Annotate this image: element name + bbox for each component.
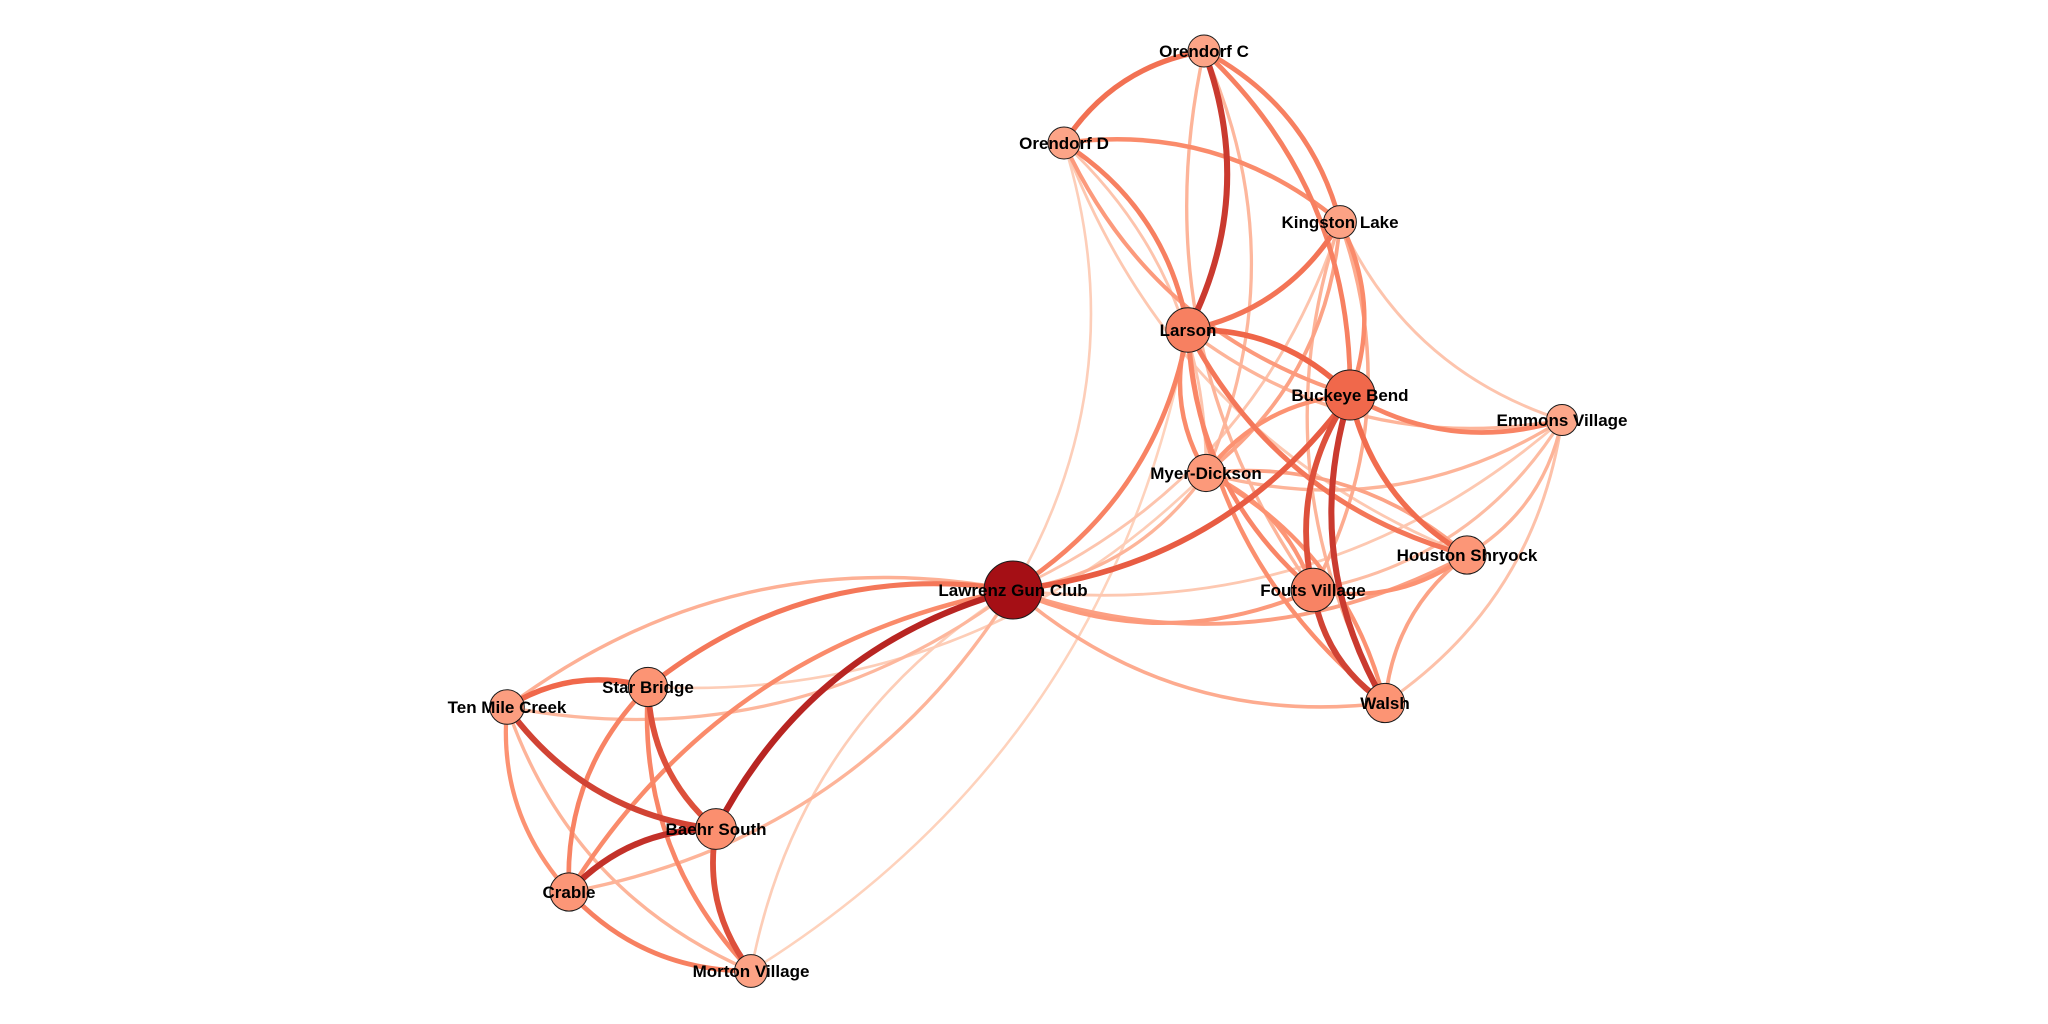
edge-lawrenz-fouts: [1010, 587, 1316, 626]
node-label-emmons: Emmons Village: [1496, 411, 1627, 430]
node-layer: [489, 34, 1578, 988]
node-buckeye[interactable]: [1324, 369, 1376, 421]
node-lawrenz[interactable]: [983, 560, 1043, 620]
edge-kingston-orendorfc: [1201, 48, 1343, 225]
node-label-orendorfc: Orendorf C: [1159, 42, 1249, 61]
node-label-buckeye: Buckeye Bend: [1291, 386, 1408, 405]
node-tenmile[interactable]: [489, 689, 525, 725]
node-crable[interactable]: [549, 872, 589, 912]
edge-crable-lawrenz: [567, 588, 1015, 894]
edge-lawrenz-larson: [1010, 327, 1191, 593]
node-larson[interactable]: [1165, 307, 1211, 353]
node-houston[interactable]: [1447, 535, 1487, 575]
edge-layer: [503, 47, 1565, 974]
edge-houston-myer: [1204, 468, 1469, 557]
node-kingston[interactable]: [1323, 205, 1357, 239]
edge-lawrenz-buckeye: [1010, 392, 1353, 593]
edge-larson-orendorfd: [1061, 140, 1191, 333]
edge-lawrenz-starbridge: [645, 581, 1016, 690]
edge-starbridge-myer: [646, 471, 1208, 690]
edge-tenmile-lawrenz: [505, 588, 1015, 722]
edge-myer-orendorfc: [1202, 49, 1254, 475]
node-baehr[interactable]: [695, 808, 737, 850]
edge-larson-houston: [1185, 327, 1470, 558]
edge-kingston-orendorfd: [1061, 137, 1343, 225]
edge-buckeye-orendorfc: [1201, 48, 1353, 398]
edge-orendorfc-orendorfd: [1061, 48, 1207, 146]
node-label-morton: Morton Village: [693, 962, 810, 981]
edge-buckeye-fouts: [1303, 392, 1353, 593]
edge-buckeye-emmons: [1347, 392, 1565, 435]
edge-houston-walsh: [1383, 553, 1469, 705]
edge-lawrenz-orendorfd: [1011, 141, 1093, 592]
node-emmons[interactable]: [1546, 404, 1578, 436]
node-fouts[interactable]: [1290, 567, 1336, 613]
node-label-tenmile: Ten Mile Creek: [448, 698, 567, 717]
edge-starbridge-morton: [644, 684, 754, 974]
edge-lawrenz-tenmile: [505, 575, 1015, 709]
edge-buckeye-houston: [1347, 392, 1470, 558]
edge-tenmile-crable: [503, 704, 572, 895]
edge-lawrenz-baehr: [712, 586, 1017, 833]
node-label-larson: Larson: [1160, 321, 1217, 340]
node-walsh[interactable]: [1364, 682, 1406, 724]
node-label-kingston: Kingston Lake: [1281, 213, 1398, 232]
node-myer[interactable]: [1186, 453, 1226, 493]
edge-buckeye-walsh: [1328, 391, 1389, 707]
edge-tenmile-baehr: [504, 704, 719, 832]
edge-morton-larson: [749, 328, 1190, 973]
edge-kingston-emmons: [1338, 220, 1564, 422]
edge-lawrenz-houston: [1011, 553, 1469, 626]
node-label-fouts: Fouts Village: [1260, 581, 1366, 600]
edge-orendorfd-houston: [1062, 141, 1469, 557]
node-label-lawrenz: Lawrenz Gun Club: [938, 581, 1087, 600]
edge-crable-morton: [566, 889, 754, 974]
node-label-starbridge: Star Bridge: [602, 678, 694, 697]
edge-fouts-emmons: [1311, 418, 1564, 592]
node-orendorfd[interactable]: [1047, 126, 1081, 160]
node-label-myer: Myer-Dickson: [1150, 464, 1261, 483]
edge-walsh-myer: [1203, 470, 1388, 706]
node-label-houston: Houston Shryock: [1397, 546, 1538, 565]
edge-houston-emmons: [1465, 418, 1564, 557]
node-starbridge[interactable]: [627, 666, 669, 708]
edge-larson-kingston: [1185, 219, 1343, 333]
label-layer: Lawrenz Gun Club Buckeye Bend LarsonFouts …: [448, 42, 1628, 981]
node-label-baehr: Baehr South: [665, 820, 766, 839]
node-morton[interactable]: [734, 954, 768, 988]
node-label-walsh: Walsh: [1360, 694, 1409, 713]
edge-walsh-emmons: [1383, 418, 1564, 705]
edge-larson-orendorfc: [1184, 47, 1231, 334]
node-orendorfc[interactable]: [1187, 34, 1221, 68]
edge-lawrenz-walsh: [1011, 588, 1387, 709]
node-label-crable: Crable: [543, 883, 596, 902]
edge-lawrenz-crable: [566, 587, 1016, 895]
node-label-orendorfd: Orendorf D: [1019, 134, 1109, 153]
